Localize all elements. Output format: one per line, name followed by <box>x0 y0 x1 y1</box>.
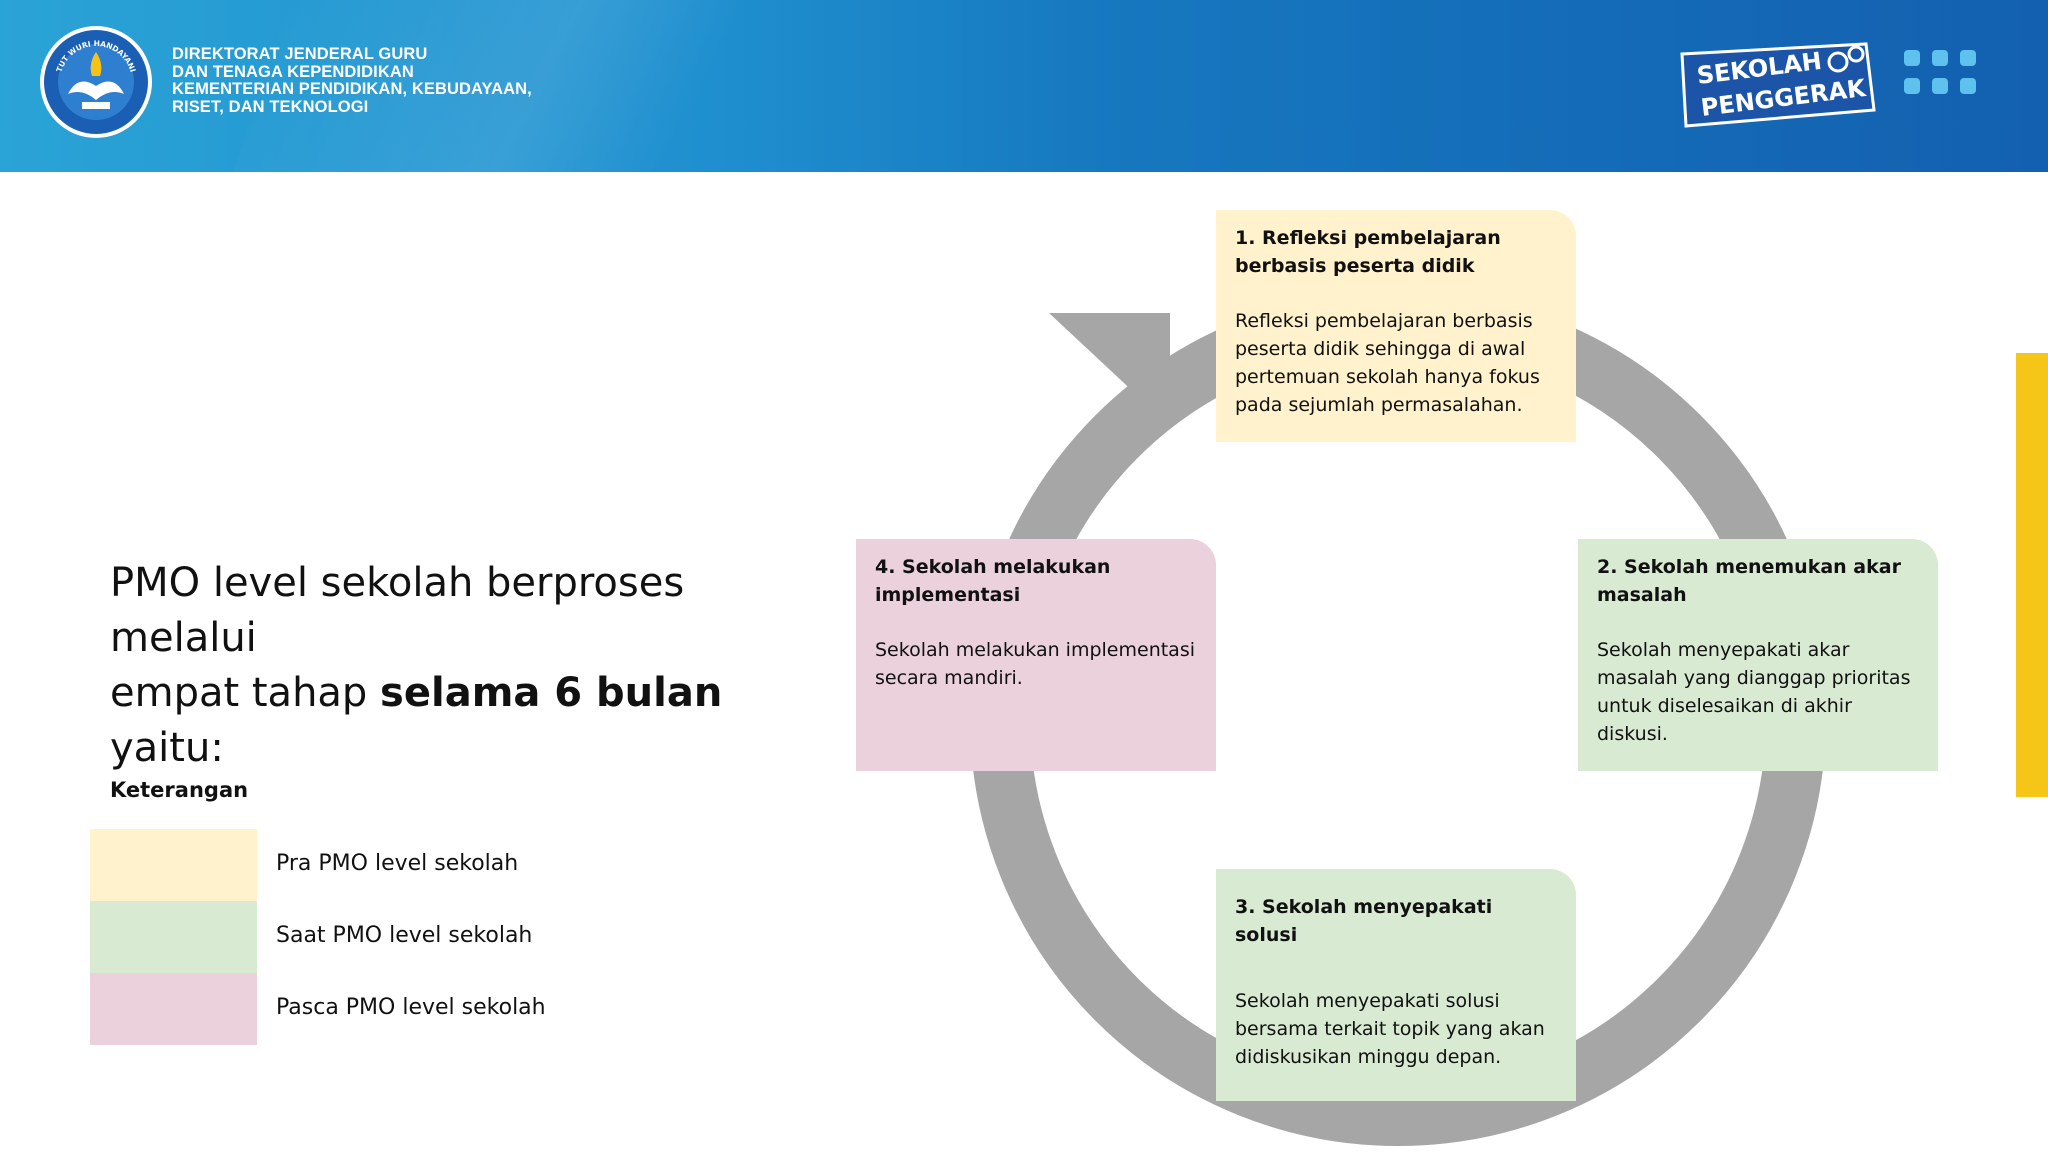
step-description: Sekolah menyepakati akar masalah yang di… <box>1597 639 1911 745</box>
step-title: 3. Sekolah menyepakati solusi <box>1235 896 1493 946</box>
step-description: Sekolah melakukan implementasi secara ma… <box>875 639 1196 689</box>
org-line: RISET, DAN TEKNOLOGI <box>172 97 369 116</box>
step-1-box: 1. Refleksi pembelajaran berbasis pesert… <box>1216 210 1576 442</box>
step-title: 1. Refleksi pembelajaran berbasis pesert… <box>1235 227 1501 277</box>
step-4-box: 4. Sekolah melakukan implementasi Sekola… <box>856 539 1216 771</box>
org-line: DAN TENAGA KEPENDIDIKAN <box>172 62 414 81</box>
sekolah-penggerak-logo: SEKOLAH PENGGERAK <box>1680 42 1876 128</box>
grid-menu-icon[interactable] <box>1904 50 1980 98</box>
step-description: Refleksi pembelajaran berbasis peserta d… <box>1235 310 1540 416</box>
legend-item-pra: Pra PMO level sekolah <box>90 829 570 901</box>
org-line: DIREKTORAT JENDERAL GURU <box>172 45 428 63</box>
legend-label: Pasca PMO level sekolah <box>276 995 546 1020</box>
intro-line2-bold: selama 6 bulan <box>380 670 723 716</box>
accent-side-bar <box>2016 353 2048 797</box>
legend-item-saat: Saat PMO level sekolah <box>90 901 570 973</box>
legend-swatch <box>90 973 257 1045</box>
intro-line2: empat tahap selama 6 bulan yaitu: <box>110 666 830 776</box>
legend-swatch <box>90 901 257 973</box>
legend-swatch <box>90 829 257 901</box>
intro-text: PMO level sekolah berproses melalui empa… <box>110 556 830 776</box>
legend-item-pasca: Pasca PMO level sekolah <box>90 973 570 1045</box>
gear-icon <box>1827 45 1865 73</box>
step-2-box: 2. Sekolah menemukan akar masalah Sekola… <box>1578 539 1938 771</box>
tut-wuri-handayani-emblem-icon: TUT WURI HANDAYANI <box>40 26 152 138</box>
header-banner: TUT WURI HANDAYANI DIREKTORAT JENDERAL G… <box>0 0 2048 172</box>
step-title: 2. Sekolah menemukan akar masalah <box>1597 556 1901 606</box>
legend-label: Saat PMO level sekolah <box>276 923 533 948</box>
org-line: KEMENTERIAN PENDIDIKAN, KEBUDAYAAN, <box>172 80 532 98</box>
legend-title: Keterangan <box>110 778 249 802</box>
step-3-box: 3. Sekolah menyepakati solusi Sekolah me… <box>1216 869 1576 1101</box>
organization-name: DIREKTORAT JENDERAL GURU DAN TENAGA KEPE… <box>172 45 592 116</box>
step-description: Sekolah menyepakati solusi bersama terka… <box>1235 990 1545 1068</box>
cycle-arrowhead-icon <box>1049 313 1170 426</box>
step-title: 4. Sekolah melakukan implementasi <box>875 556 1111 606</box>
intro-line1: PMO level sekolah berproses melalui <box>110 560 685 661</box>
intro-line2-post: yaitu: <box>110 725 224 771</box>
intro-line2-pre: empat tahap <box>110 670 381 716</box>
legend-label: Pra PMO level sekolah <box>276 851 519 876</box>
